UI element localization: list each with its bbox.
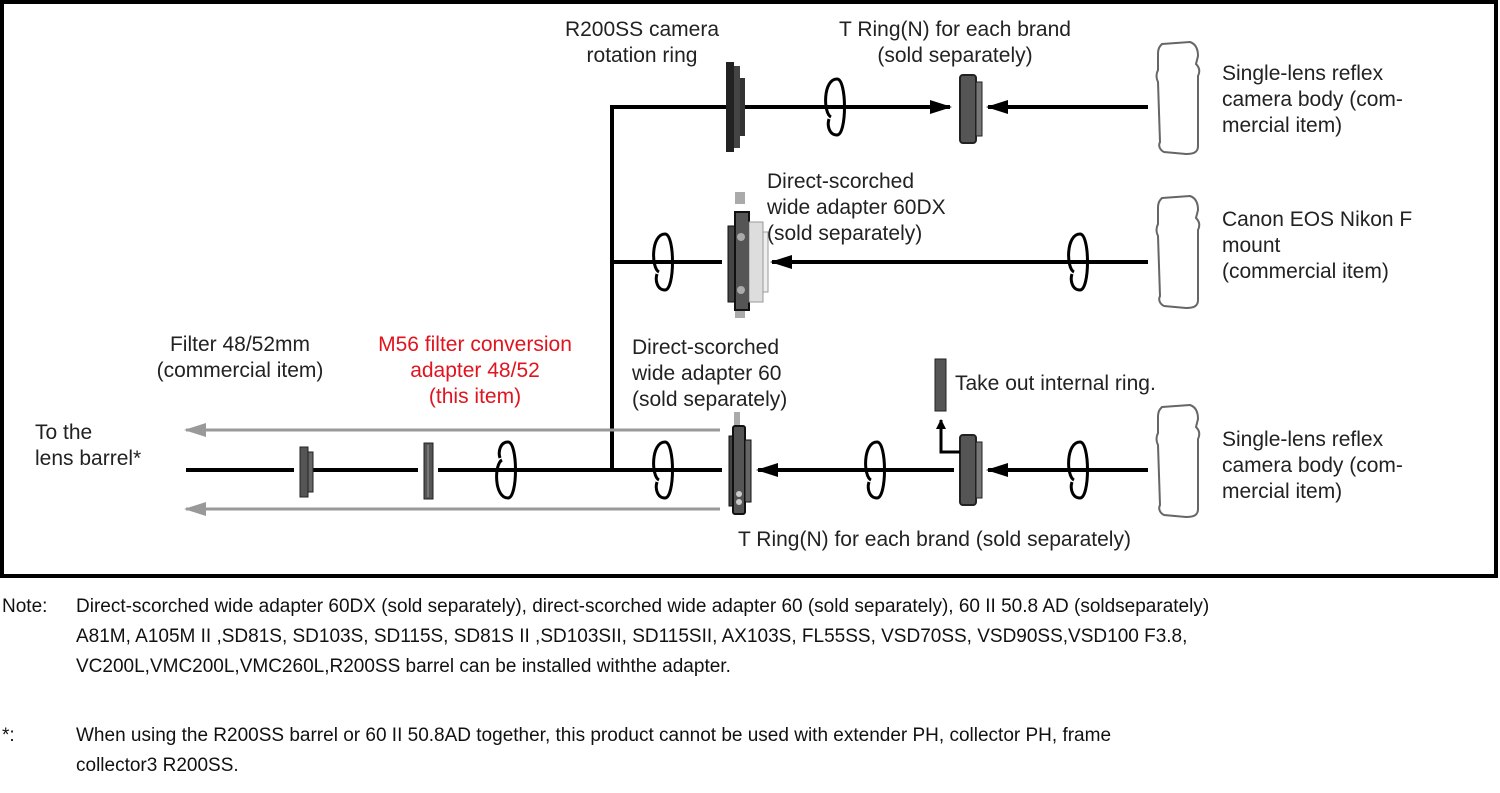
label-slr-body-bottom: Single-lens reflex camera body (com- mer… [1222,427,1403,505]
note-key: Note: [2,596,48,617]
adapter-60-part [728,412,752,515]
label-line: Canon EOS Nikon F [1222,208,1413,231]
label-line: M56 filter conversion [378,333,572,356]
label-t-ring-top: T Ring(N) for each brand (sold separatel… [800,17,1110,69]
note-line: collector3 R200SS. [76,755,239,776]
label-line: adapter 48/52 [410,359,540,382]
label-this-item: M56 filter conversion adapter 48/52 (thi… [350,332,600,410]
label-line: Filter 48/52mm [169,333,311,356]
label-line: (this item) [428,385,522,408]
label-line: rotation ring [586,44,698,67]
label-line: (commercial item) [1222,260,1389,283]
label-line: lens barrel* [35,447,142,470]
camera-body-icon [1155,404,1201,518]
label-take-out-ring: Take out internal ring. [955,372,1156,395]
label-line: mount [1222,234,1281,257]
diagram-frame [0,0,1498,578]
t-ring-top-part [959,74,983,144]
note-line: VC200L,VMC200L,VMC260L,R200SS barrel can… [76,656,731,677]
label-rotation-ring: R200SS camera rotation ring [540,17,744,69]
label-line: Single-lens reflex [1222,428,1384,451]
label-line: camera body (com- [1222,454,1403,477]
label-line: T Ring(N) for each brand [839,18,1071,41]
label-line: Direct-scorched [767,170,915,193]
asterisk-note: When using the R200SS barrel or 60 II 50… [76,721,1111,781]
label-line: camera body (com- [1222,88,1403,111]
note-line: When using the R200SS barrel or 60 II 50… [76,725,1112,746]
filter-conversion-adapter-part [418,442,438,500]
label-line: mercial item) [1222,114,1343,137]
asterisk-key: *: [2,725,15,746]
label-line: R200SS camera [564,18,720,41]
label-lens-barrel: To the lens barrel* [35,420,141,472]
label-adapter-60dx: Direct-scorched wide adapter 60DX (sold … [767,169,946,247]
diagram-canvas [0,0,1498,578]
t-ring-bottom-part [959,434,983,506]
label-line: mercial item) [1222,480,1343,503]
label-t-ring-bottom: T Ring(N) for each brand (sold separatel… [738,528,1131,551]
camera-body-icon [1155,41,1201,155]
label-line: (sold separately) [877,44,1033,67]
label-filter: Filter 48/52mm (commercial item) [130,332,350,384]
label-line: (sold separately) [767,222,923,245]
note-text: Direct-scorched wide adapter 60DX (sold … [76,592,1209,682]
take-out-arrow [936,419,960,454]
label-slr-body-top: Single-lens reflex camera body (com- mer… [1222,61,1403,139]
note-line: A81M, A105M II ,SD81S, SD103S, SD115S, S… [76,626,1188,647]
label-line: Direct-scorched [632,336,780,359]
camera-body-icon [1155,195,1201,309]
label-line: To the [35,421,93,444]
label-line: (sold separately) [632,388,788,411]
label-canon-nikon-body: Canon EOS Nikon F mount (commercial item… [1222,207,1412,285]
connection-diagram: R200SS camera rotation ring T Ring(N) fo… [0,0,1498,578]
rotation-ring-part [726,62,745,152]
filter-part [294,446,314,498]
label-line: (commercial item) [156,359,324,382]
trunk-line [610,105,728,470]
note-line: Direct-scorched wide adapter 60DX (sold … [76,596,1210,617]
adapter-60dx-part [727,192,769,318]
internal-ring-part [934,358,947,412]
label-line: Single-lens reflex [1222,62,1384,85]
label-line: wide adapter 60 [632,362,782,385]
label-adapter-60: Direct-scorched wide adapter 60 (sold se… [632,335,787,413]
label-line: wide adapter 60DX [767,196,946,219]
